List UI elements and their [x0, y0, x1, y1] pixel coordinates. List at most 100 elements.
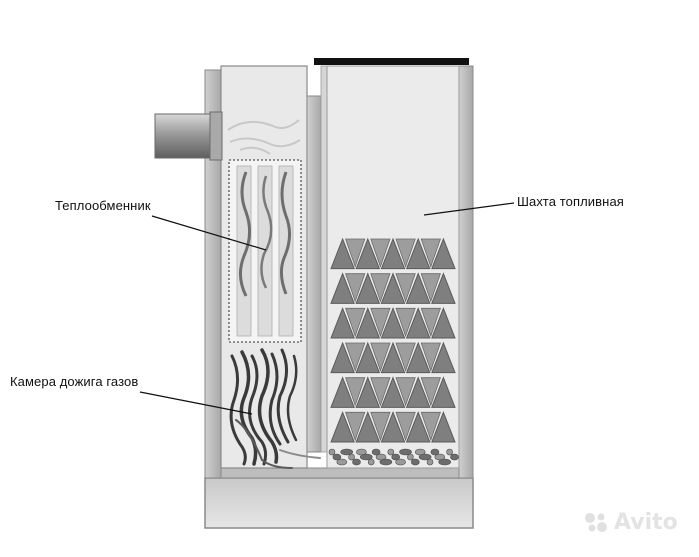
fuel-piece — [395, 342, 416, 372]
fuel-piece — [345, 307, 366, 338]
fuel-piece — [345, 411, 366, 442]
flue-pipe — [154, 113, 212, 159]
leader-heat-exchanger — [151, 215, 267, 251]
ash-pebble — [391, 453, 401, 461]
avito-watermark: Avito — [584, 510, 678, 535]
ash-pebble — [407, 453, 414, 461]
fuel-piece — [420, 238, 441, 268]
fuel-piece — [370, 411, 391, 442]
ash-pebble — [410, 458, 420, 466]
fuel-piece — [345, 238, 366, 268]
flue-pipe-flange — [209, 111, 223, 161]
fuel-piece — [405, 306, 431, 339]
fuel-piece — [330, 306, 355, 339]
fuel-piece — [420, 377, 441, 407]
watermark-text: Avito — [614, 510, 678, 535]
fuel-piece — [431, 237, 456, 270]
ash-layer — [328, 448, 459, 466]
fuel-piece — [370, 273, 391, 303]
fuel-piece — [380, 376, 406, 408]
fuel-piece — [355, 306, 381, 339]
ash-pebble — [418, 453, 432, 461]
fuel-piece — [330, 376, 355, 408]
fuel-piece — [395, 377, 416, 407]
ash-pebble — [340, 448, 354, 456]
fuel-piece — [330, 410, 355, 443]
ash-pebble — [399, 448, 412, 456]
fuel-piece — [355, 410, 381, 443]
fuel-piece — [405, 376, 431, 408]
smoke-wisps — [227, 119, 301, 155]
fuel-shaft-lid — [314, 58, 469, 65]
fuel-piece — [405, 237, 431, 270]
ash-pebble — [426, 458, 434, 466]
fuel-piece — [395, 273, 416, 303]
ash-pebble — [336, 458, 348, 466]
fuel-piece — [370, 238, 391, 268]
ash-pebble — [395, 458, 406, 466]
fuel-piece — [355, 272, 381, 304]
fuel-piece — [345, 377, 366, 407]
fuel-piece — [380, 306, 406, 339]
fuel-piece — [355, 341, 381, 374]
ash-pebble — [450, 453, 459, 461]
fuel-piece — [420, 411, 441, 442]
fuel-piece — [420, 342, 441, 372]
fuel-piece — [405, 341, 431, 374]
divider-wall — [306, 95, 322, 453]
fuel-piece — [345, 342, 366, 372]
fuel-piece — [431, 306, 456, 339]
fuel-load — [330, 237, 456, 443]
inner-floor — [220, 467, 460, 479]
fuel-piece — [370, 342, 391, 372]
divider-inner — [320, 65, 328, 453]
fuel-piece — [380, 410, 406, 443]
leader-fuel-shaft — [423, 202, 515, 216]
fuel-piece — [395, 411, 416, 442]
ash-pebble — [367, 458, 375, 466]
avito-logo-icon — [585, 512, 607, 532]
fuel-piece — [370, 377, 391, 407]
fuel-piece — [330, 237, 355, 270]
ash-pebble — [352, 458, 361, 466]
heat-exchanger — [228, 159, 302, 343]
fuel-piece — [330, 341, 355, 374]
stove-base — [204, 477, 474, 529]
label-afterburner-chamber: Камера дожига газов — [10, 374, 139, 389]
ash-pebble — [387, 448, 395, 456]
ash-pebble — [328, 448, 336, 456]
fuel-piece — [405, 410, 431, 443]
ash-pebble — [379, 458, 393, 466]
afterburner-flames — [229, 348, 321, 469]
ash-pebble — [359, 453, 373, 461]
ash-pebble — [446, 448, 453, 456]
fuel-piece — [370, 307, 391, 338]
fuel-piece — [431, 341, 456, 374]
ash-pebble — [438, 458, 452, 466]
ash-pebble — [371, 448, 381, 456]
label-heat-exchanger: Теплообменник — [55, 198, 151, 213]
label-fuel-shaft: Шахта топливная — [517, 194, 624, 209]
leader-afterburner — [139, 391, 253, 415]
ash-pebble — [332, 453, 342, 461]
fuel-piece — [420, 273, 441, 303]
fuel-piece — [380, 272, 406, 304]
fuel-piece — [431, 410, 456, 443]
fuel-piece — [405, 272, 431, 304]
outer-right-wall — [458, 65, 474, 479]
fuel-piece — [345, 273, 366, 303]
fuel-piece — [380, 237, 406, 270]
fuel-piece — [355, 237, 381, 270]
fuel-piece — [431, 272, 456, 304]
ash-pebble — [430, 448, 440, 456]
fuel-piece — [330, 272, 355, 304]
ash-pebble — [348, 453, 355, 461]
fuel-piece — [355, 376, 381, 408]
fuel-piece — [395, 307, 416, 338]
fuel-piece — [380, 341, 406, 374]
fuel-piece — [431, 376, 456, 408]
fuel-piece — [420, 307, 441, 338]
fuel-piece — [395, 238, 416, 268]
